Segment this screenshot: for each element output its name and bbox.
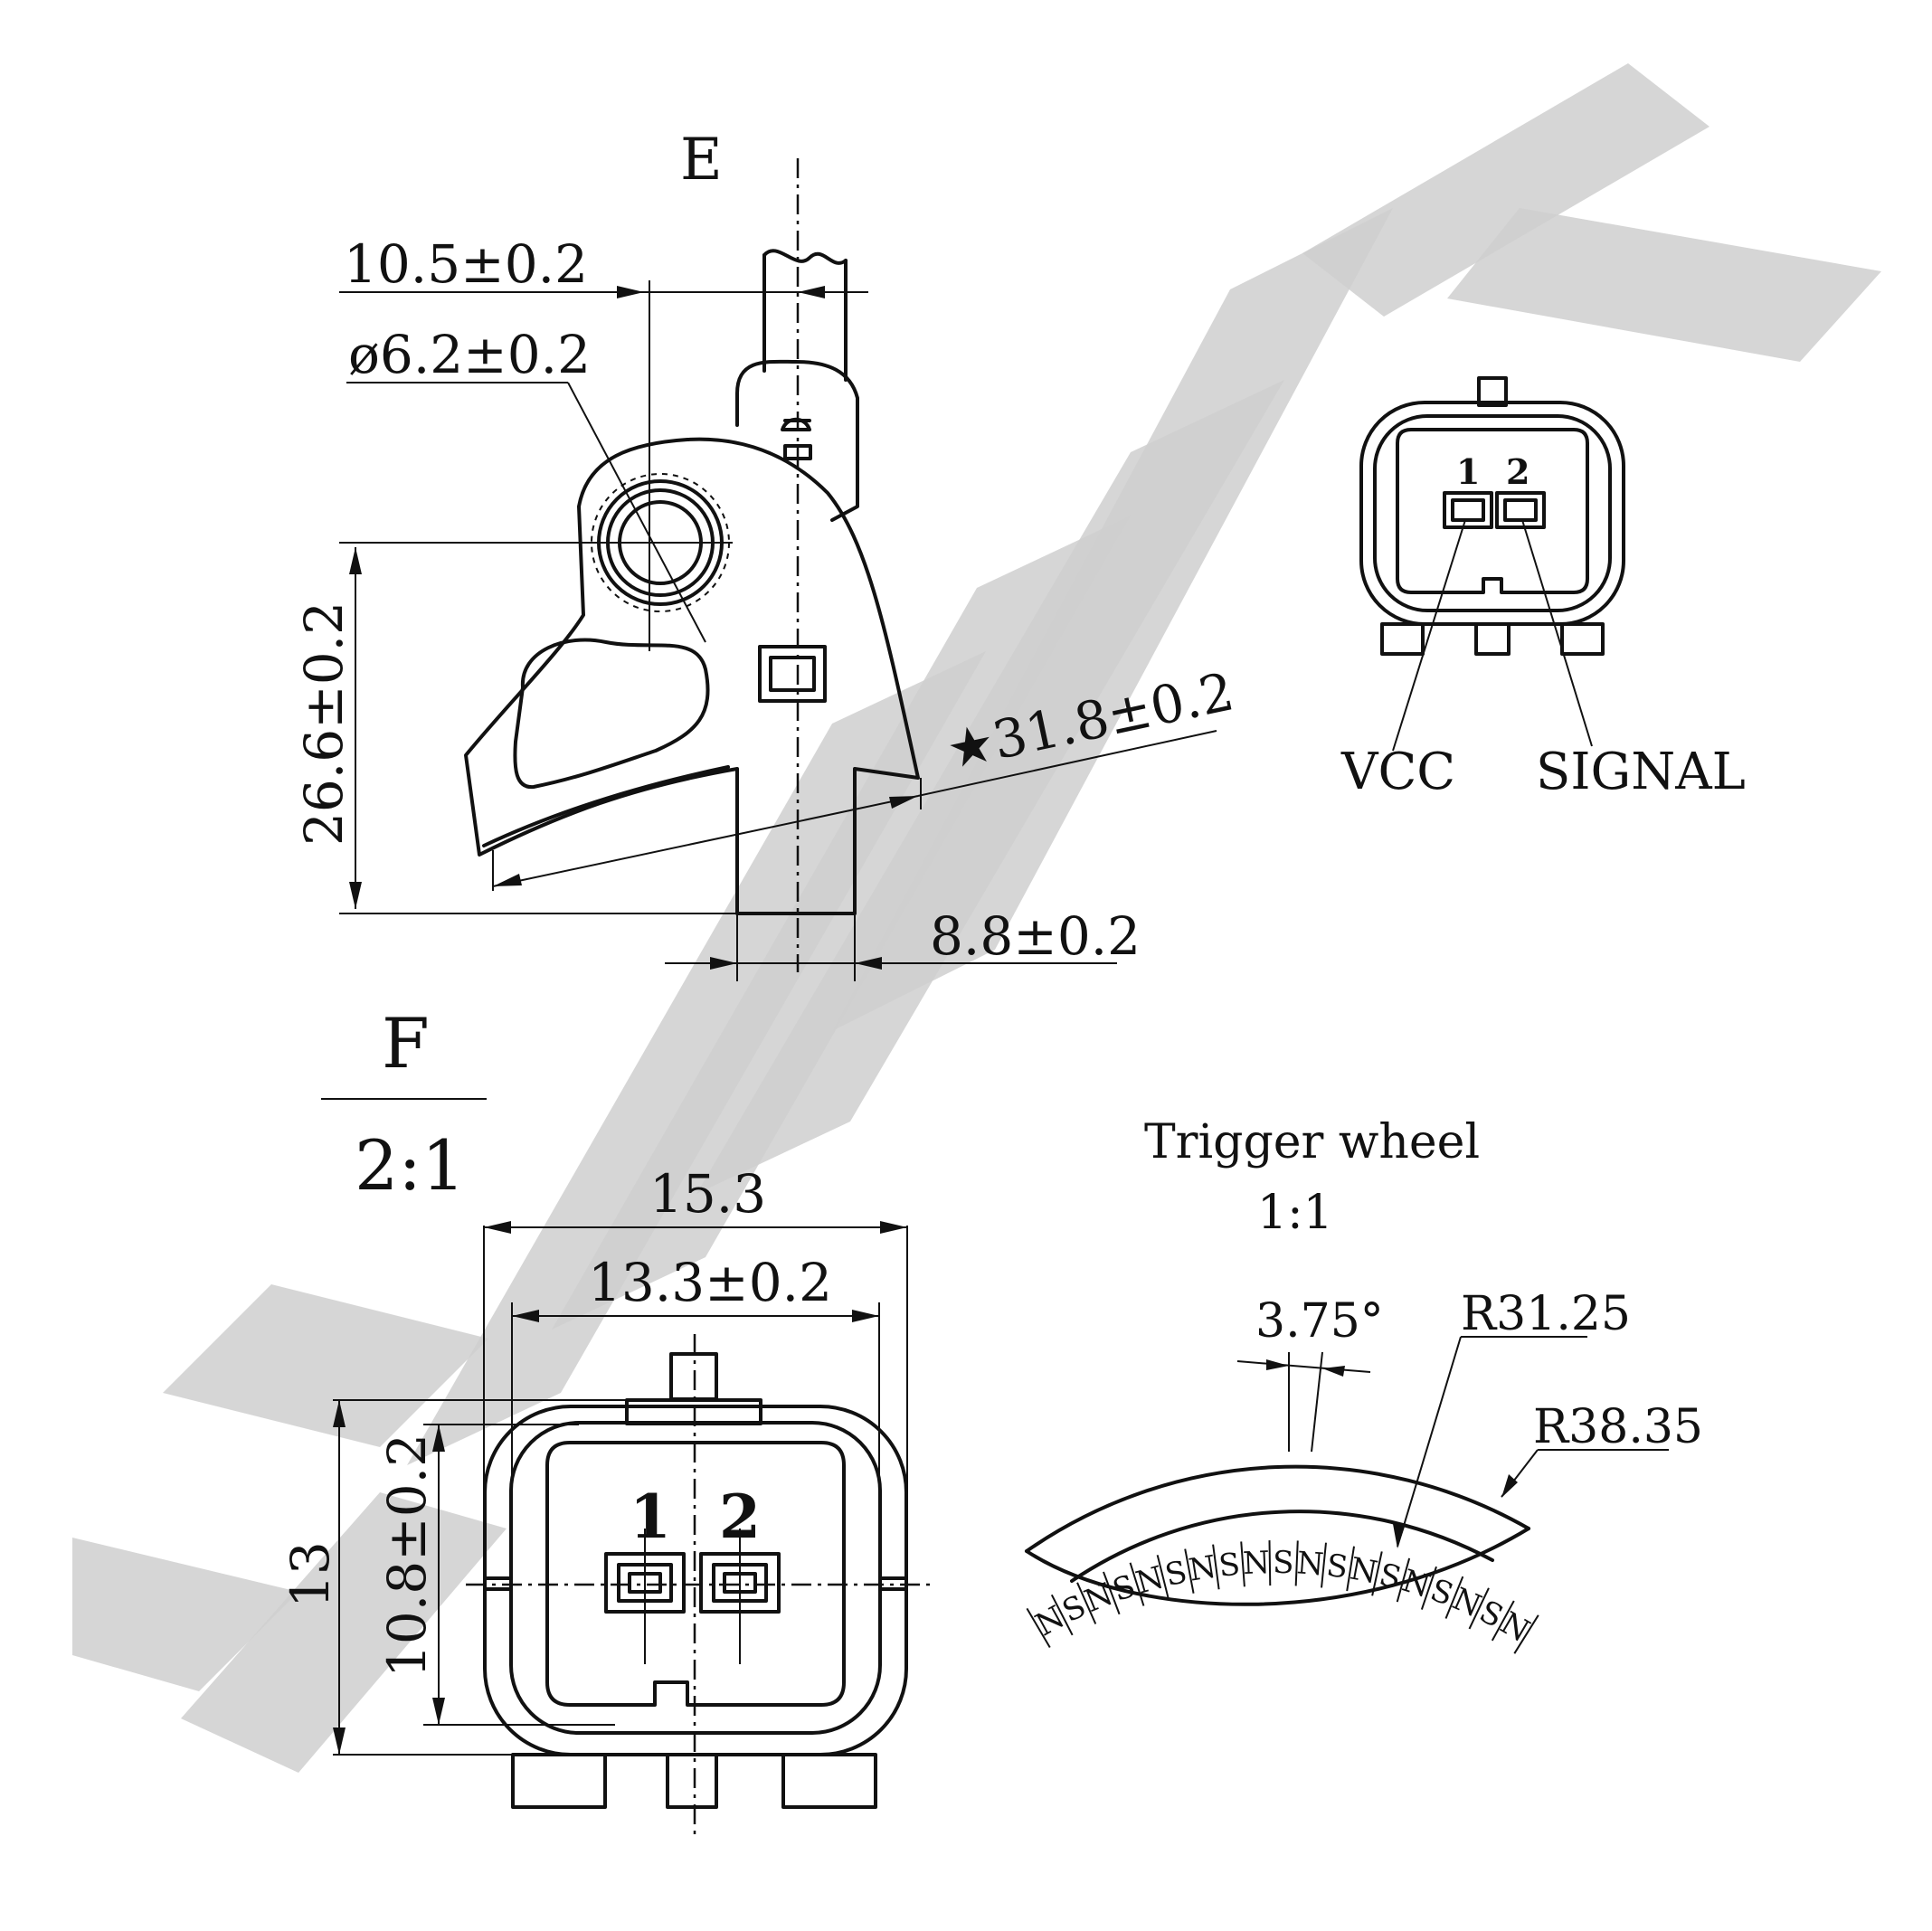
pole-divider [1513, 1614, 1539, 1654]
pole-divider [1212, 1544, 1220, 1590]
dim-hole-dia: ø6.2±0.2 [348, 324, 591, 385]
pole-divider [1103, 1571, 1121, 1615]
dim-inner-height: 10.8±0.2 [376, 1434, 438, 1678]
view-f: F 2:1 15.3 13.3±0.2 13 10.8±0.2 [279, 1003, 932, 1836]
f-pin1-label: 1 [630, 1481, 671, 1552]
pole-divider [1129, 1562, 1145, 1606]
dim-outer-width: 15.3 [649, 1163, 766, 1225]
pole-divider [1026, 1607, 1051, 1649]
wheel-outer-arc [1025, 1464, 1530, 1553]
pole-divider [1076, 1582, 1097, 1624]
trigger-wheel-title: Trigger wheel [1144, 1115, 1480, 1169]
r-outer-label: R38.35 [1533, 1400, 1703, 1454]
pole-divider [1321, 1542, 1327, 1588]
wheel-bottom-arc [1025, 1527, 1530, 1606]
wheel-inner-arc [1070, 1510, 1494, 1583]
pole-label: N [1187, 1548, 1219, 1588]
pole-divider [1346, 1546, 1355, 1592]
pole-divider [1240, 1541, 1245, 1587]
pole-divider [1050, 1594, 1074, 1636]
dim-width-offset: 10.5±0.2 [344, 233, 588, 295]
small-pin2-label: 2 [1506, 451, 1530, 492]
pole-divider [1371, 1551, 1383, 1596]
pole-divider [1468, 1587, 1490, 1630]
view-e-label: E [680, 127, 723, 194]
pole-label: S [1324, 1548, 1350, 1586]
pole-label: S [1217, 1547, 1242, 1585]
watermark [72, 63, 1881, 1773]
r-inner-label: R31.25 [1461, 1287, 1631, 1341]
dim-height: 26.6±0.2 [293, 601, 355, 846]
pole-divider [1268, 1540, 1272, 1586]
signal-label: SIGNAL [1536, 743, 1746, 801]
vcc-label: VCC [1340, 743, 1455, 801]
pole-label: N [1242, 1545, 1270, 1582]
pole-label: S [1273, 1545, 1294, 1581]
dim-outer-height: 13 [279, 1541, 341, 1608]
pole-divider [1184, 1548, 1195, 1594]
dim-inner-width: 13.3±0.2 [588, 1252, 832, 1313]
pole-divider [1444, 1576, 1464, 1619]
view-f-scale: 2:1 [355, 1125, 465, 1206]
f-pin2-label: 2 [719, 1481, 761, 1552]
trigger-wheel: Trigger wheel 1:1 3.75° R31.25 R38.35 NS… [1025, 1115, 1703, 1654]
dim-tab-width: 8.8±0.2 [930, 905, 1141, 967]
pole-divider [1396, 1557, 1411, 1603]
angle-label: 3.75° [1255, 1294, 1384, 1349]
pole-divider [1294, 1540, 1299, 1586]
small-pin1-label: 1 [1456, 451, 1480, 492]
pole-divider [1491, 1600, 1515, 1642]
pole-label: N [1348, 1551, 1381, 1592]
pole-divider [1420, 1566, 1437, 1610]
pole-label: N [1295, 1545, 1324, 1583]
pole-divider [1156, 1555, 1170, 1600]
connector-small: 1 2 VCC SIGNAL [1340, 376, 1746, 801]
trigger-wheel-scale: 1:1 [1257, 1186, 1333, 1240]
view-f-label: F [382, 1003, 430, 1084]
